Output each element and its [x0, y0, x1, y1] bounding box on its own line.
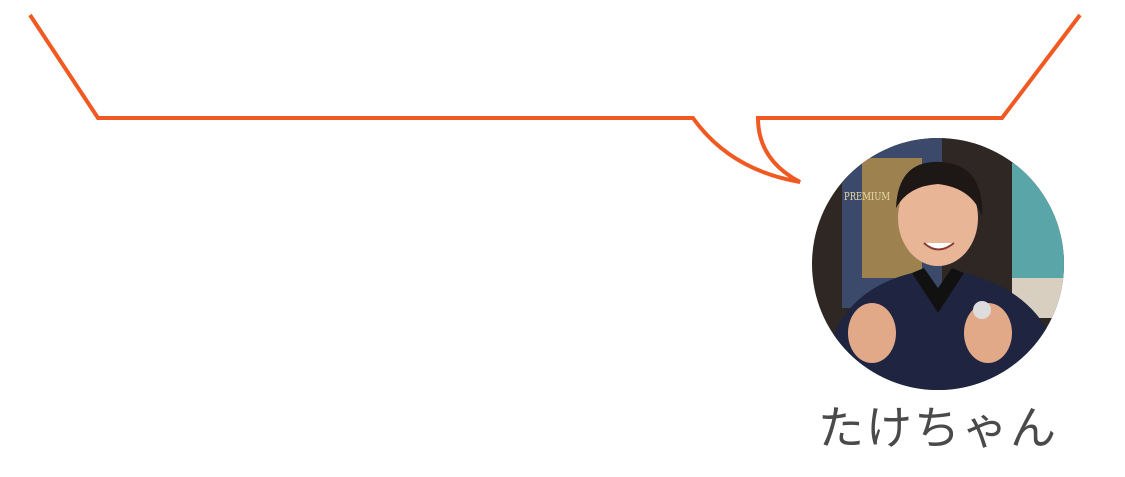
speech-bubble-outline: [28, 13, 1082, 184]
svg-text:PREMIUM: PREMIUM: [844, 190, 890, 203]
person-photo-avatar-icon: PREMIUM: [812, 138, 1064, 390]
speaker-name: たけちゃん: [818, 401, 1058, 455]
avatar: PREMIUM: [812, 138, 1064, 390]
